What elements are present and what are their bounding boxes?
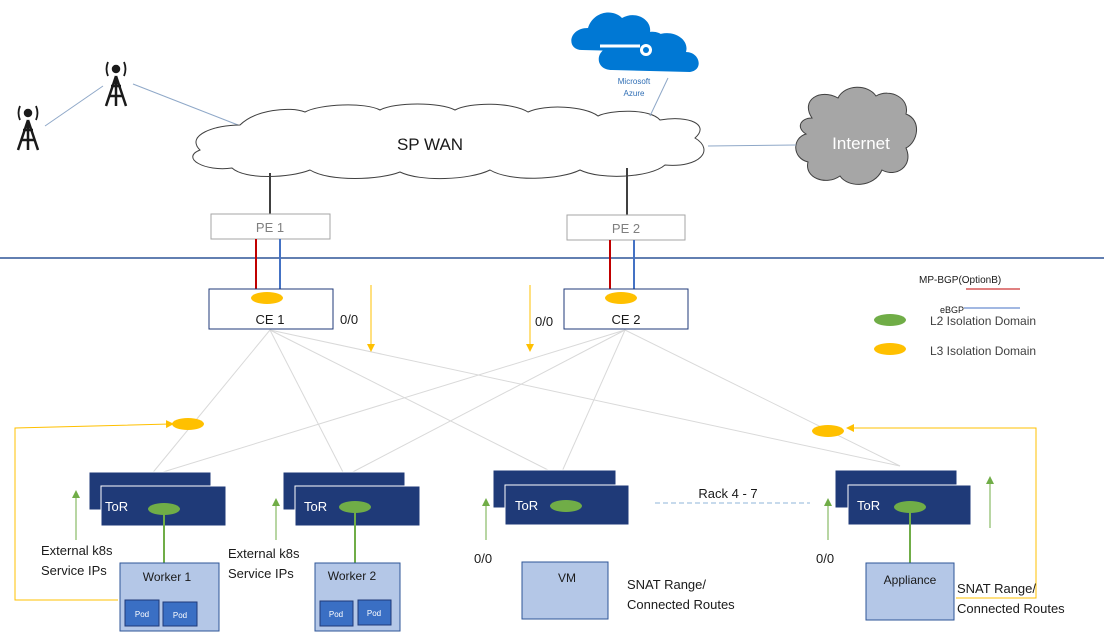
l2-domain-marker — [550, 500, 582, 512]
pe1-label: PE 1 — [256, 220, 284, 235]
pod-label: Pod — [329, 610, 343, 619]
worker-1-node: Worker 1 Pod Pod — [119, 562, 220, 632]
tor-stack-1: ToR — [88, 471, 227, 527]
l3-domain-marker — [605, 292, 637, 304]
cell-tower-icon — [16, 105, 40, 151]
legend-mpbgp-label: MP-BGP(OptionB) — [919, 275, 1001, 286]
route-advertise-path — [846, 424, 1037, 599]
l2-domain-marker — [894, 501, 926, 513]
snat-label-line2: Connected Routes — [957, 601, 1065, 616]
worker-1-label: Worker 1 — [143, 570, 192, 584]
rack-label: Rack 4 - 7 — [698, 486, 757, 501]
pe2-router: PE 2 — [566, 214, 686, 241]
ext-svc-label-line1: External k8s — [228, 546, 300, 561]
tor4-default-route: 0/0 — [816, 551, 834, 566]
pod-label: Pod — [367, 609, 381, 618]
sp-wan-cloud: SP WAN — [192, 103, 705, 179]
l2-domain-marker — [339, 501, 371, 513]
azure-cloud-icon: Microsoft Azure — [571, 12, 699, 98]
pe1-router: PE 1 — [210, 213, 331, 240]
ce1-router: CE 1 — [208, 288, 334, 330]
tor-stack-2: ToR — [282, 471, 421, 527]
snat-label-line2: Connected Routes — [627, 597, 735, 612]
pod — [357, 599, 392, 626]
tor-label: ToR — [515, 498, 538, 513]
internet-wan-link — [707, 144, 797, 147]
snat-label-line1: SNAT Range/ — [627, 577, 706, 592]
legend-ebgp-label: eBGP — [940, 305, 964, 315]
tower-link — [44, 85, 104, 127]
appliance-label: Appliance — [884, 573, 937, 587]
vm-node: VM — [521, 561, 609, 620]
cell-tower-icon — [104, 61, 128, 107]
tower-wan-link — [132, 83, 239, 126]
legend: MP-BGP(OptionB) eBGP L2 Isolation Domain… — [874, 275, 1036, 358]
internet-label: Internet — [832, 134, 890, 153]
azure-wan-link — [649, 77, 669, 117]
ce2-default-route: 0/0 — [535, 314, 553, 329]
tor-stack-3: ToR — [492, 469, 630, 526]
legend-l3-label: L3 Isolation Domain — [930, 344, 1036, 358]
internet-cloud: Internet — [795, 86, 917, 185]
route-advertise-path — [14, 420, 174, 601]
worker-2-label: Worker 2 — [328, 569, 377, 583]
fabric-links — [149, 329, 901, 477]
pod — [124, 599, 160, 627]
tor-label: ToR — [304, 499, 327, 514]
sp-wan-label: SP WAN — [397, 135, 463, 154]
tor-stack-4: ToR — [834, 469, 972, 526]
ext-svc-label-line2: Service IPs — [228, 566, 294, 581]
pod-label: Pod — [173, 611, 187, 620]
azure-label-line1: Microsoft — [618, 77, 651, 86]
legend-l2-label: L2 Isolation Domain — [930, 314, 1036, 328]
ext-svc-label-line1: External k8s — [41, 543, 113, 558]
tor-label: ToR — [105, 499, 128, 514]
tor-label: ToR — [857, 498, 880, 513]
vm-label: VM — [558, 571, 576, 585]
pod — [162, 601, 198, 627]
appliance-node: Appliance — [865, 562, 955, 621]
ce1-default-route: 0/0 — [340, 312, 358, 327]
azure-label-line2: Azure — [624, 89, 645, 98]
l3-domain-marker — [251, 292, 283, 304]
ce1-label: CE 1 — [256, 312, 285, 327]
l2-domain-marker — [148, 503, 180, 515]
pe2-label: PE 2 — [612, 221, 640, 236]
pod-label: Pod — [135, 610, 149, 619]
tor3-default-route: 0/0 — [474, 551, 492, 566]
ce2-label: CE 2 — [612, 312, 641, 327]
ext-svc-label-line2: Service IPs — [41, 563, 107, 578]
legend-l2-marker — [874, 314, 906, 326]
pod — [319, 600, 354, 627]
worker-2-node: Worker 2 Pod Pod — [314, 562, 401, 632]
ce2-router: CE 2 — [563, 288, 689, 330]
snat-label-line1: SNAT Range/ — [957, 581, 1036, 596]
legend-l3-marker — [874, 343, 906, 355]
l3-domain-marker — [812, 425, 844, 437]
l3-domain-marker — [172, 418, 204, 430]
